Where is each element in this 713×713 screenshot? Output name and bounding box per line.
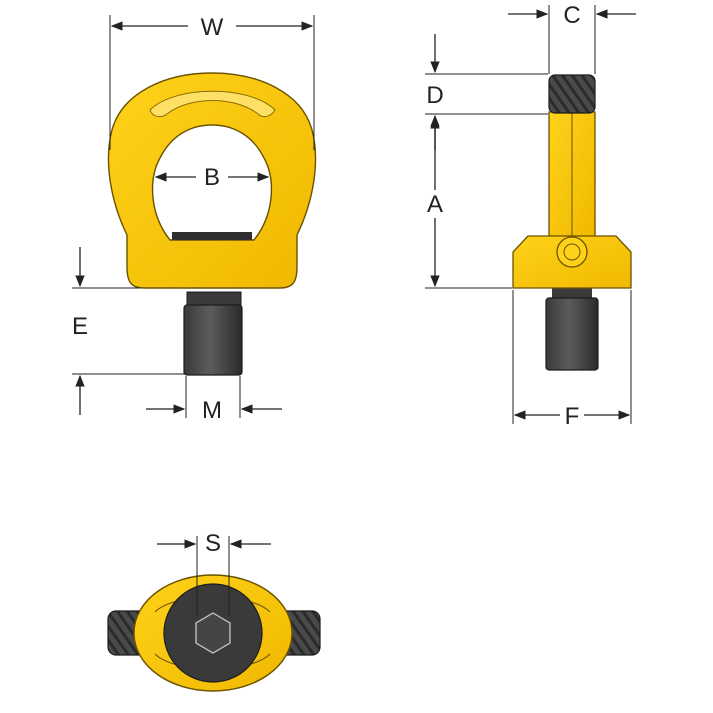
dim-b: B (154, 164, 270, 191)
front-ring-opening (151, 124, 273, 241)
dim-c: C (508, 2, 636, 74)
front-view (107, 72, 317, 376)
label-b: B (204, 164, 220, 191)
top-hex-socket (195, 612, 231, 654)
label-m: M (202, 397, 222, 424)
side-threaded-cap (548, 74, 596, 114)
dim-s: S (157, 530, 271, 616)
dim-d: D (425, 34, 548, 150)
dim-f: F (512, 290, 632, 430)
label-w: W (201, 14, 224, 41)
front-ring-highlight (149, 90, 276, 118)
dim-a: A (425, 116, 512, 289)
label-f: F (565, 403, 580, 430)
side-view (512, 74, 632, 371)
label-a: A (427, 191, 443, 218)
dim-m: M (146, 376, 282, 424)
front-bolt (183, 291, 243, 376)
label-e: E (72, 313, 88, 340)
label-d: D (426, 82, 443, 109)
side-pivot (556, 236, 588, 268)
dim-e: E (72, 247, 186, 415)
top-view (107, 574, 321, 692)
label-s: S (205, 530, 221, 557)
label-c: C (563, 2, 580, 29)
dim-w: W (109, 14, 315, 150)
